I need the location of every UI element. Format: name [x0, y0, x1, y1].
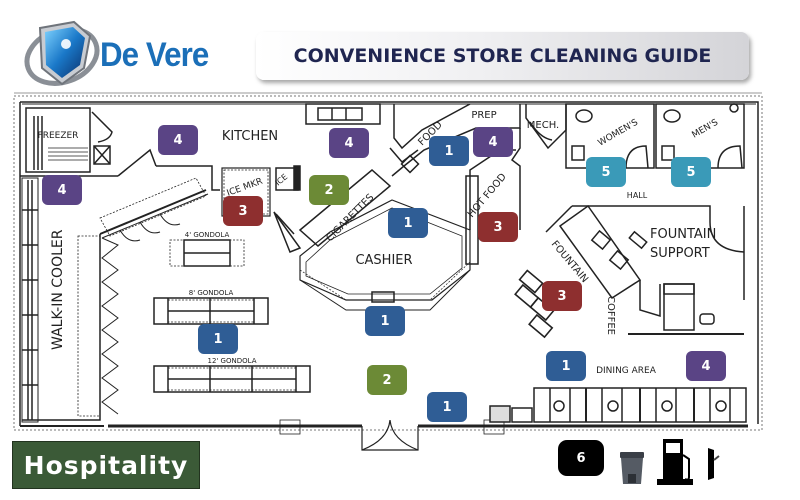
mech-label: MECH. [527, 120, 559, 131]
zone-badge-food-prep-1[interactable]: 1 [429, 136, 469, 166]
fountain-support-label-1: FOUNTAIN [650, 227, 716, 242]
shield-logo-icon [24, 20, 100, 86]
zone-badge-food-prep-4[interactable]: 4 [473, 127, 513, 157]
gondola-8-label: 8' GONDOLA [189, 289, 234, 297]
hall-label: HALL [627, 191, 648, 200]
zone-badge-ice-maker-3[interactable]: 3 [223, 196, 263, 226]
zone-badge-hot-food-3[interactable]: 3 [478, 212, 518, 242]
zone-badge-entrance-right-1[interactable]: 1 [427, 392, 467, 422]
category-badge: Hospitality [12, 441, 200, 489]
zone-badge-fountain-3[interactable]: 3 [542, 281, 582, 311]
fountain-label: FOUNTAIN [549, 239, 590, 285]
zone-badge-kitchen-counter-4[interactable]: 4 [329, 128, 369, 158]
page-title: CONVENIENCE STORE CLEANING GUIDE [293, 45, 712, 67]
kitchen-label: KITCHEN [222, 129, 278, 144]
walk-in-cooler-label: WALK-IN COOLER [50, 229, 66, 350]
womens-label: WOMEN'S [597, 118, 641, 149]
zone-badge-kitchen-4[interactable]: 4 [158, 125, 198, 155]
zone-badge-ice-area-2[interactable]: 2 [309, 175, 349, 205]
zone-6-legend-badge: 6 [558, 440, 604, 476]
zone-badge-cashier-front-1[interactable]: 1 [365, 306, 405, 336]
logo-text: De Vere [100, 36, 209, 74]
zone-badge-cashier-1[interactable]: 1 [388, 208, 428, 238]
zone-badge-gondola-1[interactable]: 1 [198, 324, 238, 354]
devere-logo: De Vere [22, 18, 222, 88]
freezer-label: FREEZER [38, 131, 79, 141]
cashier-label: CASHIER [355, 253, 412, 268]
zone-badge-dining-1[interactable]: 1 [546, 351, 586, 381]
dining-area-label: DINING AREA [596, 366, 657, 376]
gondola-12-label: 12' GONDOLA [208, 357, 257, 365]
mens-label: MEN'S [691, 118, 721, 141]
zone-badge-dining-4[interactable]: 4 [686, 351, 726, 381]
zone-badge-womens-5[interactable]: 5 [586, 157, 626, 187]
zone-badge-mens-5[interactable]: 5 [671, 157, 711, 187]
fountain-support-label-2: SUPPORT [650, 246, 710, 261]
zone-badge-cooler-4[interactable]: 4 [42, 175, 82, 205]
zone-badge-entrance-2[interactable]: 2 [367, 365, 407, 395]
gondola-4-label: 4' GONDOLA [185, 231, 230, 239]
gas-pump-icon [657, 439, 693, 485]
title-banner: CONVENIENCE STORE CLEANING GUIDE [256, 32, 749, 80]
fuel-nozzle-icon [708, 448, 720, 480]
coffee-label: COFFEE [605, 296, 616, 335]
prep-label: PREP [471, 110, 496, 121]
trash-bin-icon [620, 452, 644, 484]
category-label: Hospitality [23, 450, 189, 480]
